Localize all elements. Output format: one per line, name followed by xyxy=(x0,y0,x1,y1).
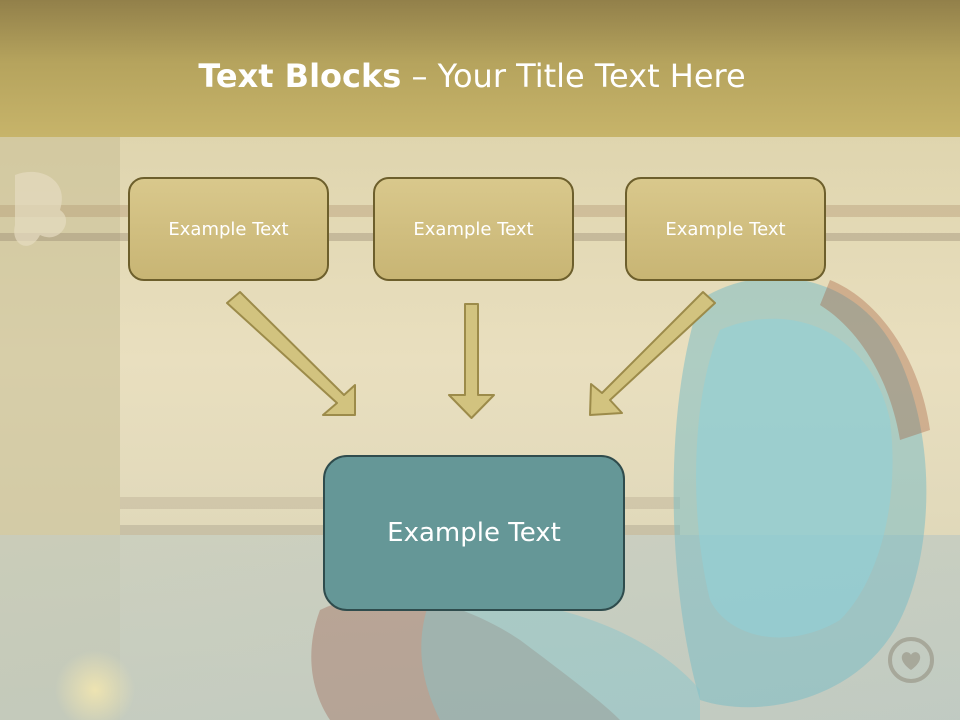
title-bold-part: Text Blocks xyxy=(198,57,402,95)
heart-circle-logo-icon xyxy=(888,637,934,683)
text-block-left[interactable]: Example Text xyxy=(128,177,329,281)
arrow-down-icon xyxy=(589,291,716,416)
arrow-down-icon xyxy=(226,291,356,416)
text-block-center-label: Example Text xyxy=(413,218,534,240)
text-block-bottom-label: Example Text xyxy=(387,518,561,548)
arrow-down-icon xyxy=(448,303,495,419)
text-block-right[interactable]: Example Text xyxy=(625,177,826,281)
text-block-right-label: Example Text xyxy=(665,218,786,240)
title-rest-part: Your Title Text Here xyxy=(437,57,746,95)
text-block-left-label: Example Text xyxy=(168,218,289,240)
title-bar xyxy=(0,0,960,137)
title-separator: – xyxy=(401,57,438,95)
text-block-center[interactable]: Example Text xyxy=(373,177,574,281)
text-block-bottom[interactable]: Example Text xyxy=(323,455,625,611)
page-title: Text Blocks – Your Title Text Here xyxy=(0,56,944,96)
